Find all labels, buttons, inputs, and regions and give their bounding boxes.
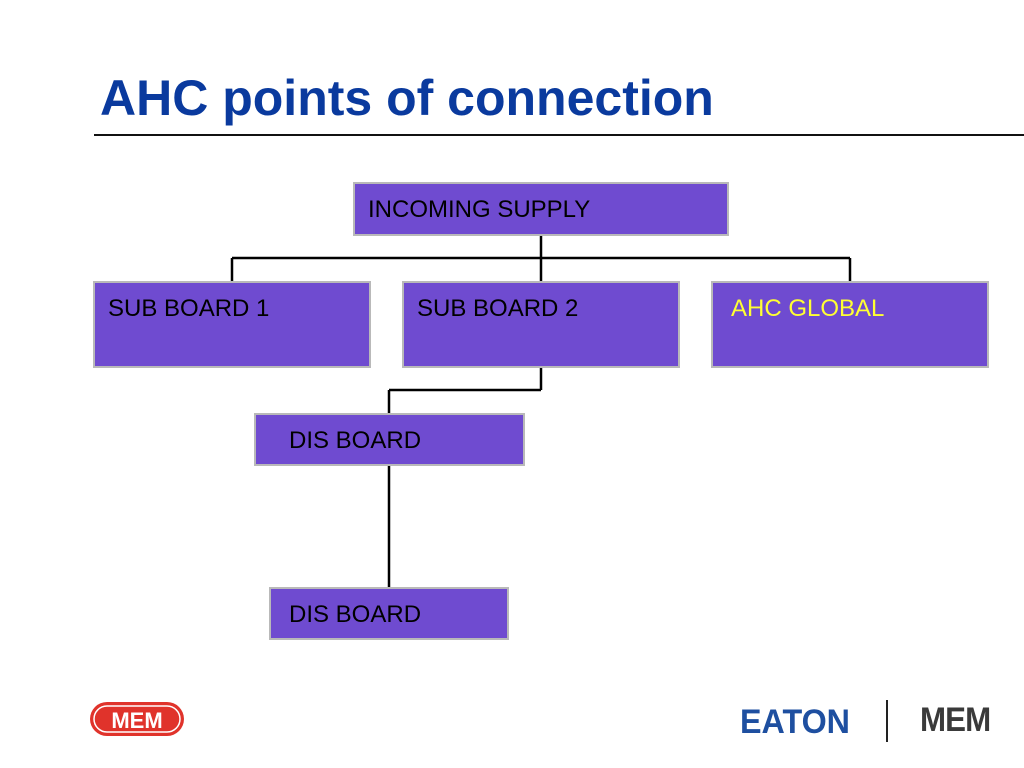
mem-logo: MEM: [90, 702, 184, 736]
node-ahc-global: AHC GLOBAL: [711, 281, 989, 368]
node-dis-board-2: DIS BOARD: [269, 587, 509, 640]
node-label: SUB BOARD 2: [417, 295, 579, 322]
title-underline: [94, 134, 1024, 136]
node-sub-board-1: SUB BOARD 1: [93, 281, 371, 368]
logo-divider: [886, 700, 888, 742]
node-sub-board-2: SUB BOARD 2: [402, 281, 680, 368]
node-label: DIS BOARD: [289, 427, 422, 454]
node-label: AHC GLOBAL: [731, 295, 885, 322]
eaton-logo-text: EATON: [740, 703, 850, 741]
node-dis-board-1: DIS BOARD: [254, 413, 525, 466]
eaton-logo: EATON: [740, 703, 850, 741]
node-label: SUB BOARD 1: [108, 295, 270, 322]
node-incoming-supply: INCOMING SUPPLY: [353, 182, 729, 236]
mem-logo-text: MEM: [111, 708, 162, 733]
node-label: INCOMING SUPPLY: [368, 196, 591, 223]
page-title: AHC points of connection: [100, 70, 714, 126]
node-label: DIS BOARD: [289, 601, 422, 628]
mem-wordmark: MEM: [920, 701, 991, 739]
